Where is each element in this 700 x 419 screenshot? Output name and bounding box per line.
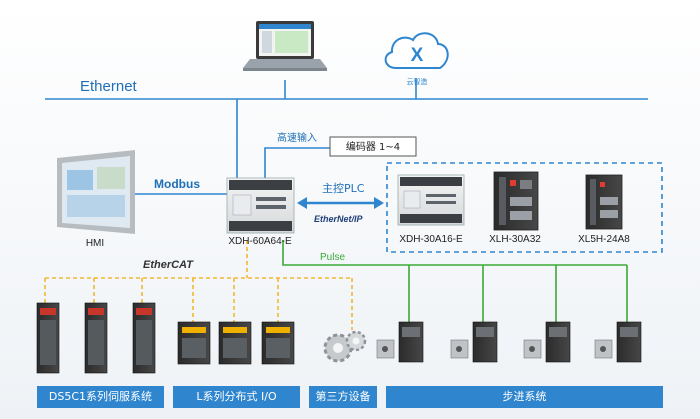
- distributed-io-icon-2: [218, 321, 252, 365]
- sub-plc-model-1: XDH-30A16-E: [399, 234, 463, 245]
- cloud-icon: X: [384, 32, 449, 69]
- distributed-io-icon-1: [177, 321, 211, 365]
- cloud-label: 云智造: [407, 77, 428, 86]
- master-plc-label: 主控PLC: [322, 181, 365, 195]
- hmi-icon: [57, 150, 135, 234]
- category-third-party: 第三方设备: [309, 386, 377, 408]
- pulse-line: [282, 240, 627, 266]
- hmi-label: HMI: [86, 238, 104, 249]
- modbus-label: Modbus: [154, 177, 200, 191]
- encoder-box: [329, 136, 417, 157]
- stepper-set-icon-1: [376, 321, 424, 363]
- stepper-set-icon-3: [523, 321, 571, 363]
- svg-text:X: X: [411, 45, 424, 66]
- ethercat-label: EtherCAT: [143, 259, 194, 271]
- stepper-set-icon-2: [450, 321, 498, 363]
- encoder-label: 编码器 1~4: [346, 140, 400, 153]
- distributed-io-icon-3: [261, 321, 295, 365]
- category-stepper-system: 步进系统: [386, 386, 663, 408]
- category-distributed-io: L系列分布式 I/O: [173, 386, 300, 408]
- servo-drive-icon-1: [36, 302, 60, 374]
- sub-plc-model-2: XLH-30A32: [489, 234, 541, 245]
- ethernet-label: Ethernet: [80, 78, 138, 95]
- ethernet-ip-label: EtherNet/IP: [314, 214, 364, 224]
- master-plc-icon: [226, 177, 295, 234]
- servo-drive-icon-2: [84, 302, 108, 374]
- laptop-icon: [243, 21, 327, 71]
- high-speed-input-line: [264, 147, 330, 178]
- sub-plc-model-3: XL5H-24A8: [578, 234, 630, 245]
- high-speed-input-label: 高速输入: [277, 131, 317, 144]
- sub-plc-icon-3: [585, 174, 623, 230]
- sub-plc-icon-1: [397, 174, 465, 226]
- sub-plc-group-frame: [386, 162, 663, 253]
- sub-plc-icon-2: [493, 171, 539, 231]
- ethernet-ip-arrow: [297, 197, 384, 209]
- gears-icon: [323, 330, 367, 363]
- pulse-label: Pulse: [320, 252, 345, 263]
- stepper-set-icon-4: [594, 321, 642, 363]
- master-plc-model: XDH-60A64-E: [228, 236, 292, 247]
- servo-drive-icon-3: [132, 302, 156, 374]
- category-servo-system: DS5C1系列伺服系统: [37, 386, 164, 408]
